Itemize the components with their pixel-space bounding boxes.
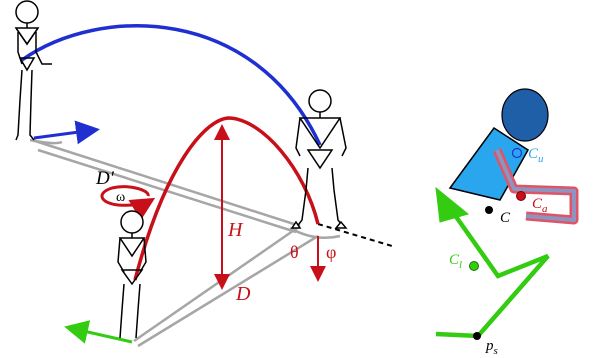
d-line-upper [133, 224, 301, 343]
label-d-prime: D′ [95, 168, 115, 189]
lower-body-arrowhead [435, 186, 470, 223]
label-h: H [227, 219, 244, 241]
dashed-extension [317, 223, 393, 247]
arm-segment-inner [495, 149, 576, 222]
point-cu [511, 147, 523, 159]
blue-takeoff-arrow [33, 120, 100, 145]
stick-figure-bottom-left [117, 210, 147, 339]
blue-trajectory [20, 24, 322, 146]
foot-arc-right [289, 226, 341, 239]
body-segment-model: Cu Ca C Cl ps [435, 88, 579, 357]
d-prime-line-upper [31, 138, 301, 228]
stick-figure-right [290, 89, 348, 229]
label-theta: θ [290, 242, 299, 262]
point-c [485, 206, 493, 214]
label-phi: φ [326, 242, 336, 262]
lower-body-segment [435, 192, 550, 339]
label-ps: ps [485, 338, 498, 357]
stick-figure-top-left [14, 0, 52, 141]
label-cl: Cl [449, 252, 462, 271]
red-trajectory [133, 116, 320, 281]
label-cu: Cu [528, 146, 544, 165]
point-ps [473, 332, 481, 340]
rotation-icon [100, 185, 156, 221]
label-ca: Ca [532, 196, 548, 215]
green-takeoff-arrow [64, 320, 133, 344]
point-ca [516, 191, 526, 201]
label-c: C [500, 210, 511, 226]
foot-arc-left [29, 138, 63, 145]
head-shape [501, 88, 549, 142]
point-cl [469, 261, 479, 271]
label-d: D [235, 283, 251, 305]
label-omega: ω [116, 190, 125, 205]
d-line-lower [137, 234, 319, 348]
